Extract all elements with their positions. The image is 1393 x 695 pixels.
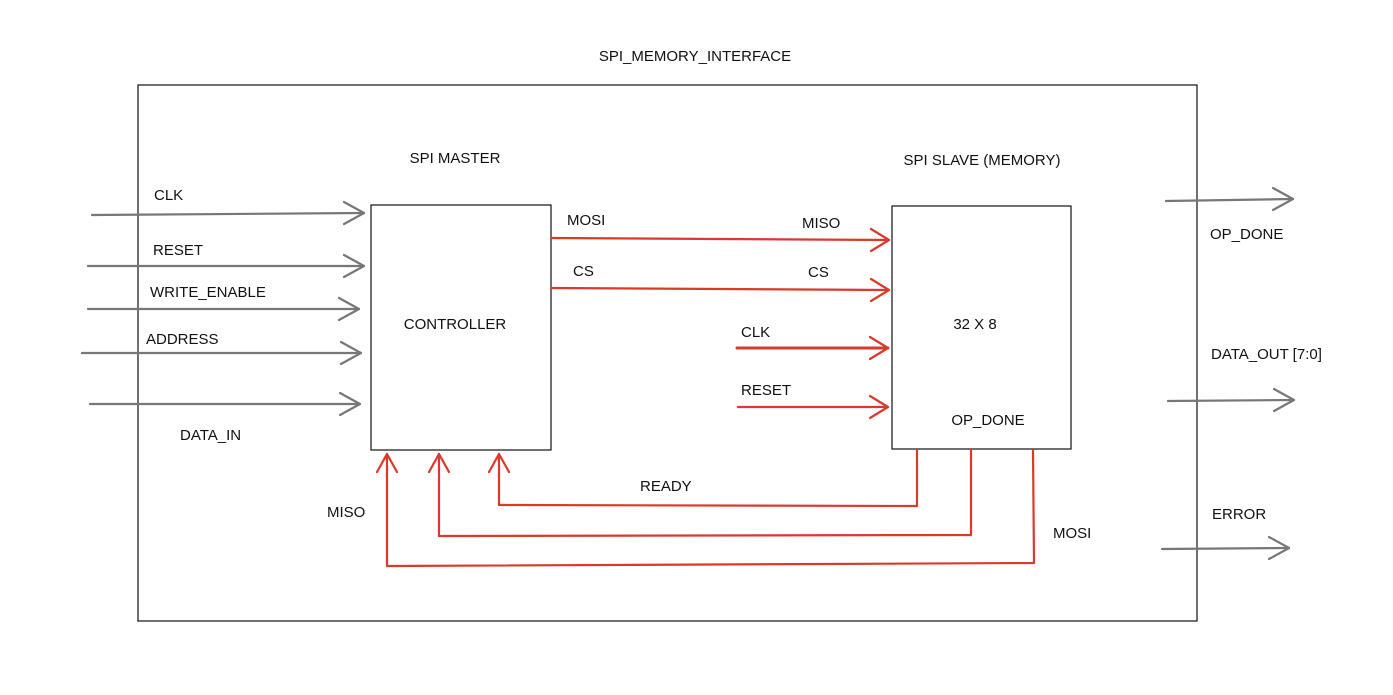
master-input-write-enable-label: WRITE_ENABLE <box>150 284 266 301</box>
master-feedback-miso-label: MISO <box>327 504 365 521</box>
output-error-arrow <box>1160 535 1291 561</box>
master-input-clk-label: CLK <box>154 187 183 204</box>
slave-block-label: 32 X 8 <box>953 316 996 333</box>
diagram-title: SPI_MEMORY_INTERFACE <box>599 48 791 65</box>
master-heading: SPI MASTER <box>410 150 501 167</box>
cs-arrow <box>549 277 891 303</box>
ready-feedback-path <box>487 448 919 508</box>
slave-input-clk-label: CLK <box>741 324 770 341</box>
slave-clk-arrow <box>735 335 890 361</box>
output-op-done-label: OP_DONE <box>1210 226 1283 243</box>
slave-output-mosi-label: MOSI <box>1053 525 1091 542</box>
master-input-data-in-arrow <box>88 391 362 417</box>
master-block-label: CONTROLLER <box>404 316 507 333</box>
output-data-out-arrow <box>1166 387 1296 413</box>
master-output-mosi-label: MOSI <box>567 212 605 229</box>
slave-block <box>891 205 1072 450</box>
ready-label: READY <box>640 478 692 495</box>
master-input-reset-label: RESET <box>153 242 203 259</box>
slave-input-miso-label: MISO <box>802 215 840 232</box>
master-input-address-arrow <box>80 340 363 366</box>
slave-input-cs-label: CS <box>808 264 829 281</box>
miso-feedback-path <box>375 448 1036 568</box>
output-data-out-label: DATA_OUT [7:0] <box>1211 346 1322 363</box>
mosi-to-miso-arrow <box>549 227 891 253</box>
op-done-feedback-path <box>427 448 973 538</box>
slave-reset-arrow <box>736 394 890 420</box>
master-input-write-enable-arrow <box>86 296 361 322</box>
master-input-data-in-label: DATA_IN <box>180 427 241 444</box>
output-op-done-arrow <box>1164 186 1295 212</box>
slave-inner-label: OP_DONE <box>951 412 1024 429</box>
master-input-address-label: ADDRESS <box>146 331 219 348</box>
master-input-clk-arrow <box>90 200 366 226</box>
output-error-label: ERROR <box>1212 506 1266 523</box>
master-block <box>370 204 552 451</box>
slave-heading: SPI SLAVE (MEMORY) <box>904 152 1061 169</box>
master-output-cs-label: CS <box>573 263 594 280</box>
slave-input-reset-label: RESET <box>741 382 791 399</box>
master-input-reset-arrow <box>86 253 366 279</box>
